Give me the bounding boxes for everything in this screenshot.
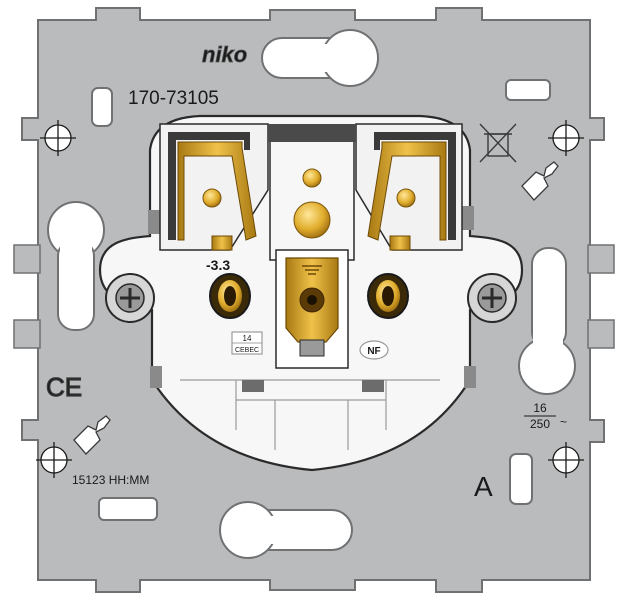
corner-holes xyxy=(36,120,584,478)
cebec-top-text: 14 xyxy=(243,334,252,343)
rating-label: 16 250 ~ xyxy=(524,401,567,431)
slot-right-top xyxy=(505,79,551,101)
nf-mark: NF xyxy=(359,340,389,360)
cebec-bottom-text: CEBEC xyxy=(235,347,259,354)
rating-amps: 16 xyxy=(533,401,547,415)
keyhole-slot-top xyxy=(260,29,379,87)
slot-right-bottom xyxy=(509,453,533,505)
hole-bottom-left xyxy=(36,442,72,478)
letter-mark: A xyxy=(474,471,493,502)
mounting-screw-left xyxy=(105,273,155,323)
nf-mark-text: NF xyxy=(367,346,380,357)
slot-left-top xyxy=(91,87,113,127)
ce-mark: CE xyxy=(46,372,82,402)
mounting-screw-right xyxy=(467,273,517,323)
rating-suffix: ~ xyxy=(560,415,567,429)
earth-terminal xyxy=(275,249,349,369)
screw-slot-right xyxy=(518,247,576,395)
part-number: 170-73105 xyxy=(128,88,219,109)
keyhole-slot-bottom xyxy=(219,501,354,559)
minus-mark-text: -3.3 xyxy=(206,257,230,273)
contact-housing xyxy=(159,123,463,261)
date-code: 15123 HH:MM xyxy=(72,473,149,487)
cebec-mark: 14 CEBEC xyxy=(231,331,263,355)
screwdriver-icon-left xyxy=(73,415,111,455)
hole-bottom-right xyxy=(548,442,584,478)
hole-top-right xyxy=(548,120,584,156)
weee-bin-icon xyxy=(479,123,517,163)
screwdriver-icon-right xyxy=(521,161,559,201)
screw-slot-left xyxy=(47,201,105,331)
socket-hole-left xyxy=(209,273,251,319)
brand-logo: niko xyxy=(202,42,247,67)
rating-volts: 250 xyxy=(530,417,550,431)
slot-left-bottom xyxy=(98,497,158,521)
hole-top-left xyxy=(40,120,76,156)
socket-hole-right xyxy=(367,273,409,319)
